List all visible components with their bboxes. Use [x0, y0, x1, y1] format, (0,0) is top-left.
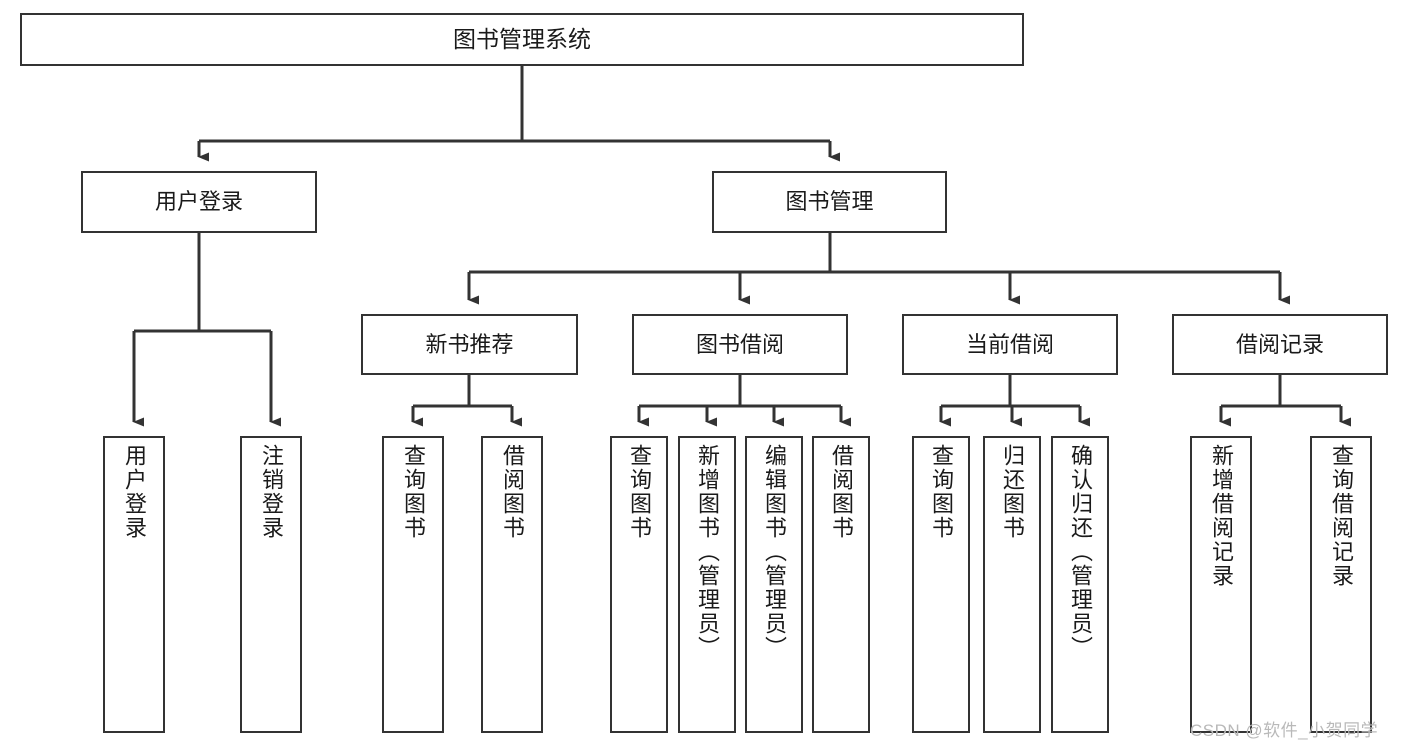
node-label: 查询图书	[627, 444, 652, 540]
node-new-book-recommendation[interactable]: 新书推荐	[361, 314, 578, 375]
node-label: 查询图书	[929, 444, 954, 540]
node-label: 当前借阅	[965, 331, 1054, 357]
node-label: 用户登录	[122, 444, 147, 540]
watermark-text: CSDN @软件_小贺同学	[1190, 721, 1379, 740]
edge-borrow-record-to-leaves	[1219, 375, 1351, 427]
leaf-query-borrow-record[interactable]: 查询借阅记录	[1310, 436, 1372, 733]
node-book-borrowing[interactable]: 图书借阅	[632, 314, 848, 375]
leaf-return-book[interactable]: 归还图书	[983, 436, 1041, 733]
node-current-borrowing[interactable]: 当前借阅	[902, 314, 1118, 375]
leaf-query-book-current[interactable]: 查询图书	[912, 436, 970, 733]
node-label: 归还图书	[1000, 444, 1025, 540]
node-borrowing-records[interactable]: 借阅记录	[1172, 314, 1388, 375]
leaf-confirm-return-admin[interactable]: 确认归还（管理员）	[1051, 436, 1109, 733]
node-label: 图书管理系统	[453, 26, 591, 53]
edge-new-book-rec-to-leaves	[411, 375, 522, 427]
leaf-borrow-book-rec[interactable]: 借阅图书	[481, 436, 543, 733]
node-label: 新书推荐	[425, 331, 514, 357]
edge-root-to-level2	[197, 66, 840, 162]
leaf-query-book-rec[interactable]: 查询图书	[382, 436, 444, 733]
node-book-management[interactable]: 图书管理	[712, 171, 947, 233]
node-label: 查询借阅记录	[1329, 444, 1354, 588]
node-label: 查询图书	[401, 444, 426, 540]
leaf-query-book-borrow[interactable]: 查询图书	[610, 436, 668, 733]
node-root-system[interactable]: 图书管理系统	[20, 13, 1024, 66]
leaf-edit-book-admin[interactable]: 编辑图书（管理员）	[745, 436, 803, 733]
edge-current-borrow-to-leaves	[939, 375, 1090, 427]
edge-book-mgmt-to-level3	[467, 233, 1290, 305]
leaf-add-book-admin[interactable]: 新增图书（管理员）	[678, 436, 736, 733]
node-label: 借阅图书	[829, 444, 854, 540]
node-label: 确认归还（管理员）	[1068, 444, 1093, 660]
node-user-login[interactable]: 用户登录	[81, 171, 317, 233]
node-label: 图书借阅	[695, 331, 784, 357]
leaf-add-borrow-record[interactable]: 新增借阅记录	[1190, 436, 1252, 733]
leaf-user-login[interactable]: 用户登录	[103, 436, 165, 733]
edge-book-borrow-to-leaves	[637, 375, 851, 427]
node-label: 编辑图书（管理员）	[762, 444, 787, 660]
leaf-logout[interactable]: 注销登录	[240, 436, 302, 733]
node-label: 注销登录	[259, 444, 284, 540]
edge-user-login-to-leaves	[132, 233, 281, 427]
node-label: 借阅记录	[1235, 331, 1324, 357]
leaf-borrow-book[interactable]: 借阅图书	[812, 436, 870, 733]
node-label: 借阅图书	[500, 444, 525, 540]
node-label: 新增借阅记录	[1209, 444, 1234, 588]
node-label: 新增图书（管理员）	[695, 444, 720, 660]
node-label: 图书管理	[785, 189, 874, 215]
node-label: 用户登录	[154, 189, 243, 215]
